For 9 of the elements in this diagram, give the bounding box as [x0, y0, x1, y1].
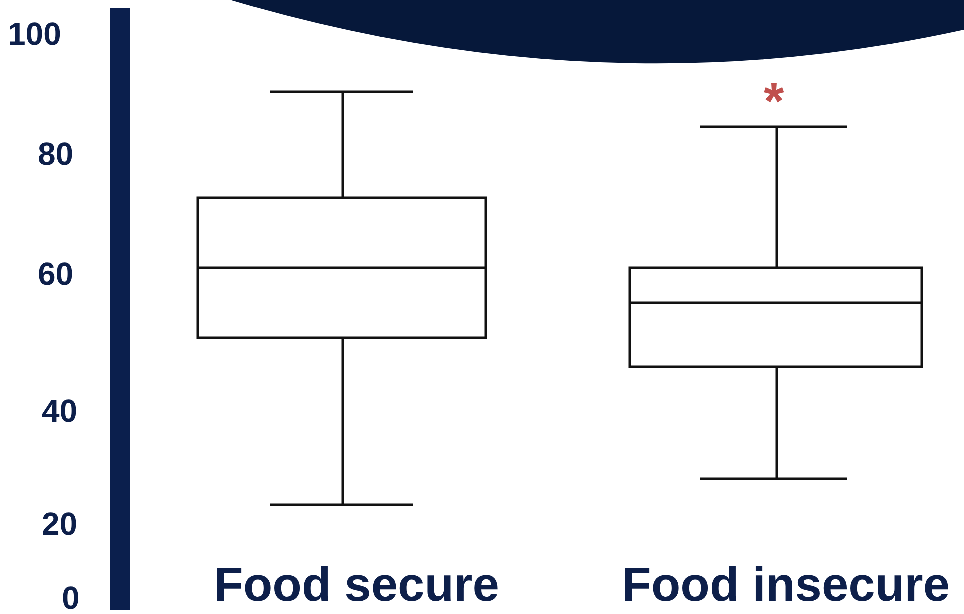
axis-tick-label: 20: [42, 508, 78, 540]
axis-tick-label: 40: [42, 395, 78, 427]
category-label: Food secure: [214, 562, 500, 610]
significance-mark: *: [764, 76, 784, 128]
axis-tick-label: 60: [38, 258, 74, 290]
axis-tick-label: 80: [38, 138, 74, 170]
axis-tick-label: 100: [8, 18, 62, 50]
category-label: Food insecure: [622, 562, 950, 610]
axis-tick-label: 0: [62, 582, 80, 614]
